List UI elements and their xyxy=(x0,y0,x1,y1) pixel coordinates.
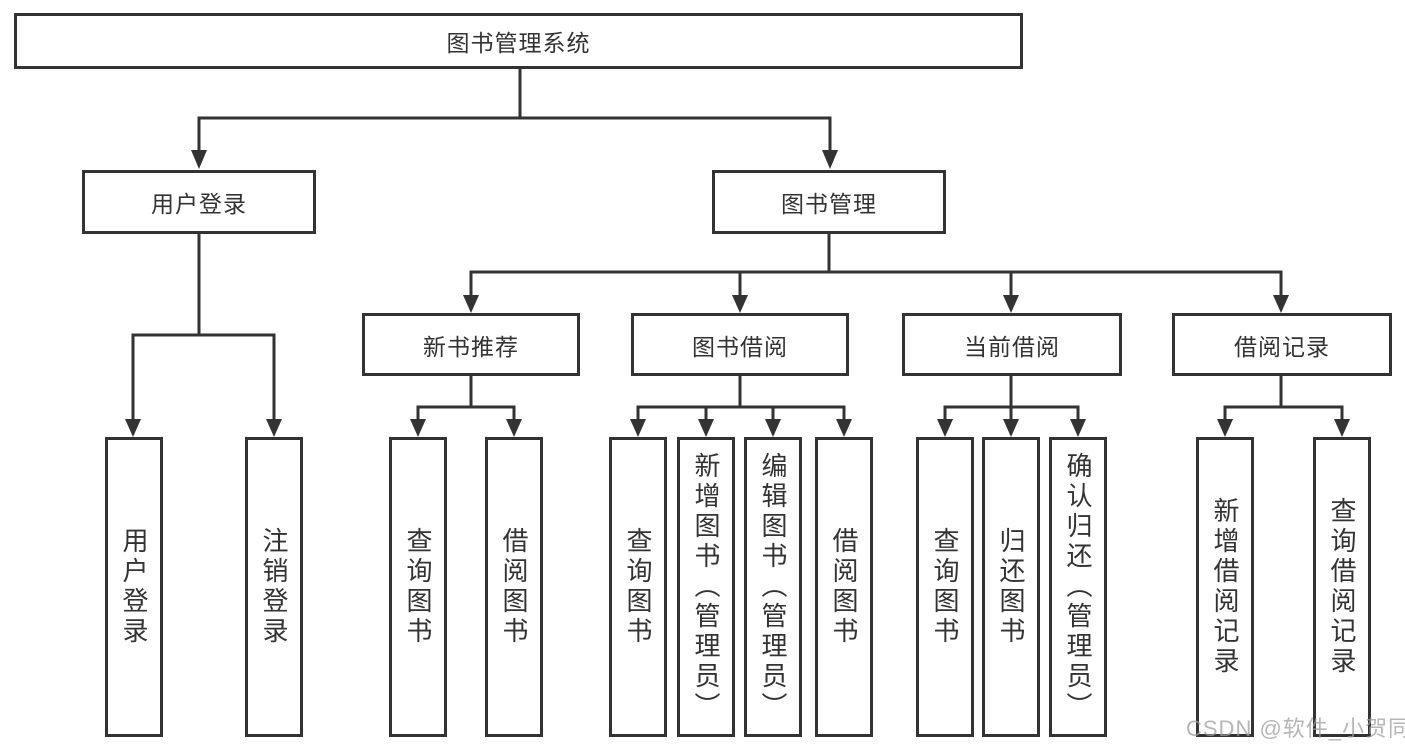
leaf-add-book-admin-label: 新增图书（管理员） xyxy=(691,452,721,722)
leaf-logout-label: 注销登录 xyxy=(259,527,289,647)
node-new-book-recommend-label: 新书推荐 xyxy=(423,333,519,360)
leaf-recommend-query-book: 查询图书 xyxy=(389,437,447,737)
node-current-borrow: 当前借阅 xyxy=(902,313,1122,376)
leaf-return-book: 归还图书 xyxy=(982,437,1040,737)
watermark: CSDN @软件_小贺同学 xyxy=(1186,716,1405,741)
leaf-current-query-book: 查询图书 xyxy=(916,437,974,737)
leaf-borrow-book-label: 借阅图书 xyxy=(829,527,859,647)
leaf-current-query-book-label: 查询图书 xyxy=(930,527,960,647)
leaf-user-login-label: 用户登录 xyxy=(119,527,149,647)
leaf-confirm-return-admin-label: 确认归还（管理员） xyxy=(1063,452,1093,722)
leaf-query-borrow-record: 查询借阅记录 xyxy=(1313,437,1371,737)
leaf-borrow-query-book: 查询图书 xyxy=(609,437,667,737)
leaf-recommend-borrow-book-label: 借阅图书 xyxy=(499,527,529,647)
node-user-login-branch: 用户登录 xyxy=(82,170,316,234)
leaf-add-borrow-record-label: 新增借阅记录 xyxy=(1210,497,1240,677)
node-new-book-recommend: 新书推荐 xyxy=(362,313,580,376)
node-borrow-record-label: 借阅记录 xyxy=(1234,333,1330,360)
leaf-user-login: 用户登录 xyxy=(105,437,163,737)
node-book-borrow-label: 图书借阅 xyxy=(692,333,788,360)
leaf-logout: 注销登录 xyxy=(245,437,303,737)
node-user-login-branch-label: 用户登录 xyxy=(151,191,247,217)
leaf-add-borrow-record: 新增借阅记录 xyxy=(1196,437,1254,737)
leaf-confirm-return-admin: 确认归还（管理员） xyxy=(1049,437,1107,737)
leaf-query-borrow-record-label: 查询借阅记录 xyxy=(1327,497,1357,677)
node-current-borrow-label: 当前借阅 xyxy=(964,333,1060,360)
node-book-management: 图书管理 xyxy=(712,170,946,234)
leaf-add-book-admin: 新增图书（管理员） xyxy=(677,437,735,737)
leaf-edit-book-admin: 编辑图书（管理员） xyxy=(744,437,802,737)
node-borrow-record: 借阅记录 xyxy=(1172,313,1392,376)
node-book-management-label: 图书管理 xyxy=(781,191,877,217)
node-book-borrow: 图书借阅 xyxy=(631,313,849,376)
leaf-edit-book-admin-label: 编辑图书（管理员） xyxy=(758,452,788,722)
leaf-borrow-query-book-label: 查询图书 xyxy=(623,527,653,647)
leaf-return-book-label: 归还图书 xyxy=(996,527,1026,647)
node-root-label: 图书管理系统 xyxy=(446,30,591,56)
node-root-system: 图书管理系统 xyxy=(14,13,1023,69)
leaf-recommend-borrow-book: 借阅图书 xyxy=(485,437,543,737)
leaf-borrow-book: 借阅图书 xyxy=(815,437,873,737)
leaf-recommend-query-book-label: 查询图书 xyxy=(403,527,433,647)
